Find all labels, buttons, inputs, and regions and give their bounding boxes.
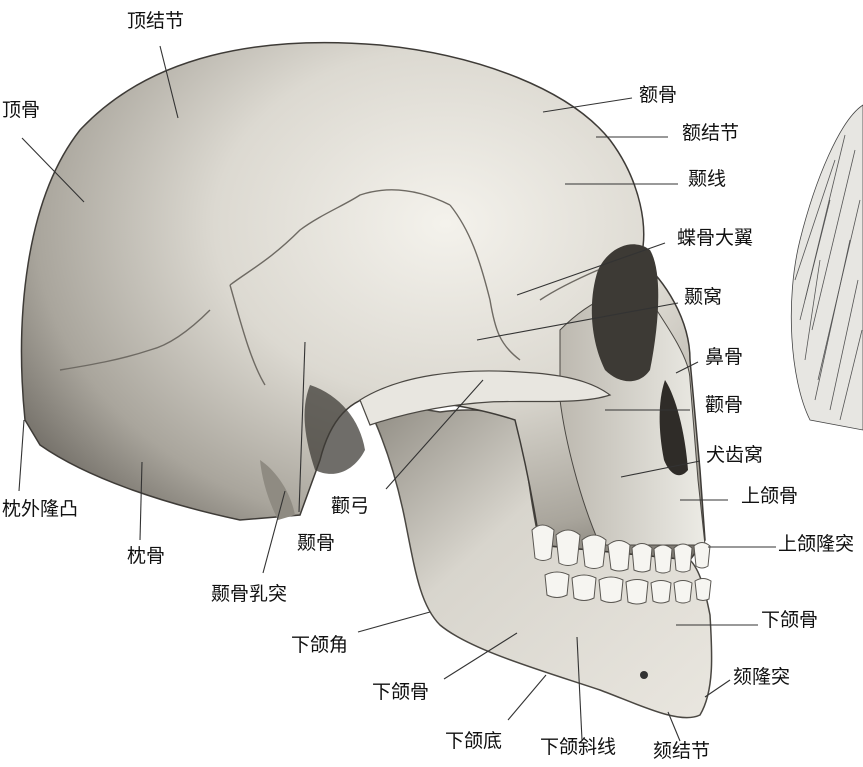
label-occipital: 枕骨 <box>127 547 165 566</box>
label-temporal-fossa: 颞窝 <box>684 288 722 307</box>
label-zygomatic: 颧骨 <box>705 396 743 415</box>
label-mental-tubercle: 颏结节 <box>653 742 710 761</box>
label-mandible-angle: 下颌角 <box>291 636 348 655</box>
label-parietal-tuber: 顶结节 <box>127 12 184 31</box>
label-temporal: 颞骨 <box>297 534 335 553</box>
leader-mandible-angle <box>358 612 430 632</box>
label-mandible-base: 下颌底 <box>445 732 502 751</box>
label-external-occipital-protuberance: 枕外隆凸 <box>2 500 78 519</box>
label-maxilla: 上颌骨 <box>741 487 798 506</box>
label-mandible-right: 下颌骨 <box>761 611 818 630</box>
label-mastoid-process: 颞骨乳突 <box>211 585 287 604</box>
label-parietal: 顶骨 <box>2 101 40 120</box>
label-mental-protuberance: 颏隆突 <box>733 668 790 687</box>
label-oblique-line: 下颌斜线 <box>540 738 616 757</box>
label-temporal-line: 颞线 <box>688 170 726 189</box>
label-mandible-left: 下颌骨 <box>372 683 429 702</box>
label-frontal: 额骨 <box>639 86 677 105</box>
label-nasal: 鼻骨 <box>705 348 743 367</box>
label-frontal-tuber: 额结节 <box>682 124 739 143</box>
leader-ext-occipital <box>19 420 24 491</box>
mental-foramen <box>640 671 648 679</box>
label-greater-wing-sphenoid: 蝶骨大翼 <box>677 229 753 248</box>
label-maxillary-eminence: 上颌隆突 <box>778 535 854 554</box>
sketch-thumbnail <box>791 105 863 430</box>
leader-mandible-base <box>508 675 546 720</box>
label-canine-fossa: 犬齿窝 <box>706 446 763 465</box>
label-zygomatic-arch: 颧弓 <box>331 497 369 516</box>
